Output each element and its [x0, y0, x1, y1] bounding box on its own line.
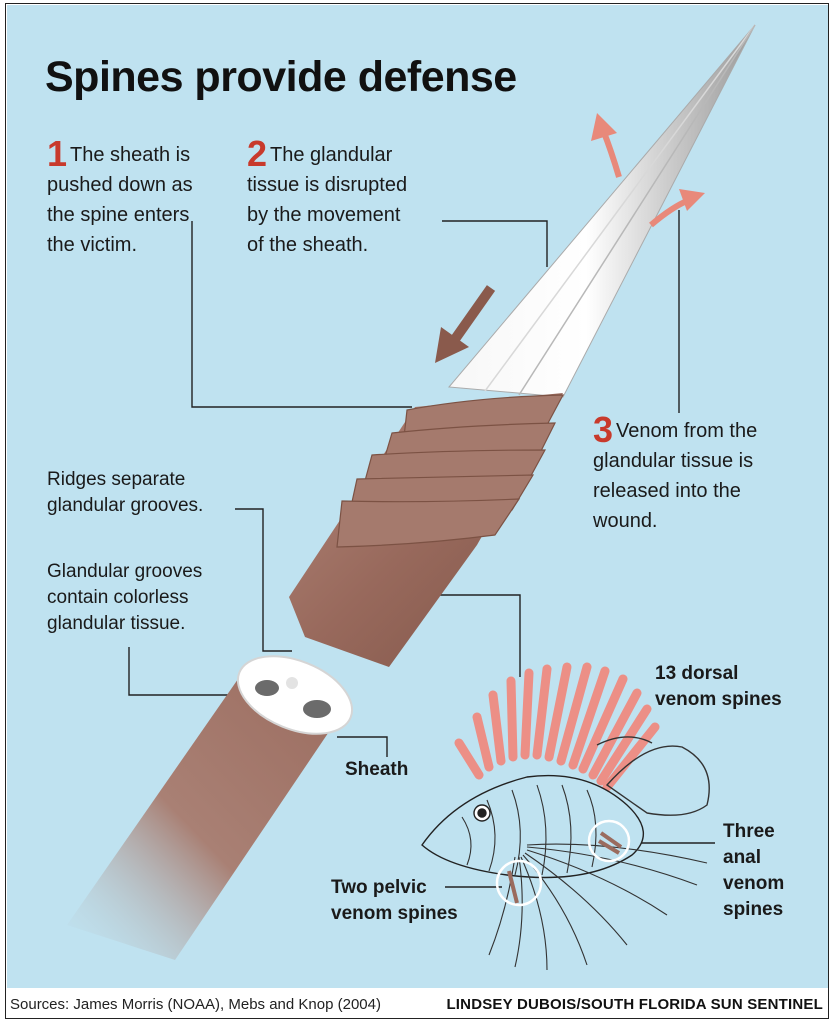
sheath-folds — [336, 394, 565, 548]
credit-text: LINDSEY DUBOIS/SOUTH FLORIDA SUN SENTINE… — [446, 996, 823, 1013]
lionfish — [421, 662, 710, 971]
step-3-number: 3 — [593, 409, 614, 450]
infographic-title: Spines provide defense — [45, 53, 517, 101]
anal-spines-circle — [587, 819, 631, 863]
leader-sheath — [337, 736, 388, 757]
dorsal-spines-label: 13 dorsal venom spines — [655, 663, 782, 710]
leader-step1 — [191, 221, 412, 408]
pelvic-spines-label: Two pelvic venom spines — [331, 877, 458, 924]
anal-spines-label: Three anal venom spines — [723, 821, 785, 920]
leader-grooves — [128, 647, 265, 696]
footer: Sources: James Morris (NOAA), Mebs and K… — [0, 990, 837, 1024]
venom-spine — [289, 24, 756, 667]
leader-spine-to-fish — [427, 594, 521, 677]
illustration — [67, 24, 756, 971]
ridges-label: Ridges separate glandular grooves. — [47, 469, 204, 516]
dorsal-spines — [454, 662, 660, 792]
leader-lines — [128, 210, 715, 888]
grooves-label: Glandular grooves contain colorless glan… — [47, 561, 203, 634]
spine-tip — [447, 24, 756, 398]
leader-step2 — [442, 220, 548, 267]
venom-release-arrows — [591, 113, 705, 228]
sheath-label: Sheath — [345, 759, 409, 780]
step-2-number: 2 — [247, 133, 268, 174]
sheath-push-arrow — [435, 285, 496, 363]
leader-ridges — [235, 508, 292, 652]
sources-text: Sources: James Morris (NOAA), Mebs and K… — [10, 996, 381, 1013]
step-1-number: 1 — [47, 133, 68, 174]
pelvic-spines-circle — [495, 859, 543, 907]
spine-cross-section — [67, 655, 354, 960]
